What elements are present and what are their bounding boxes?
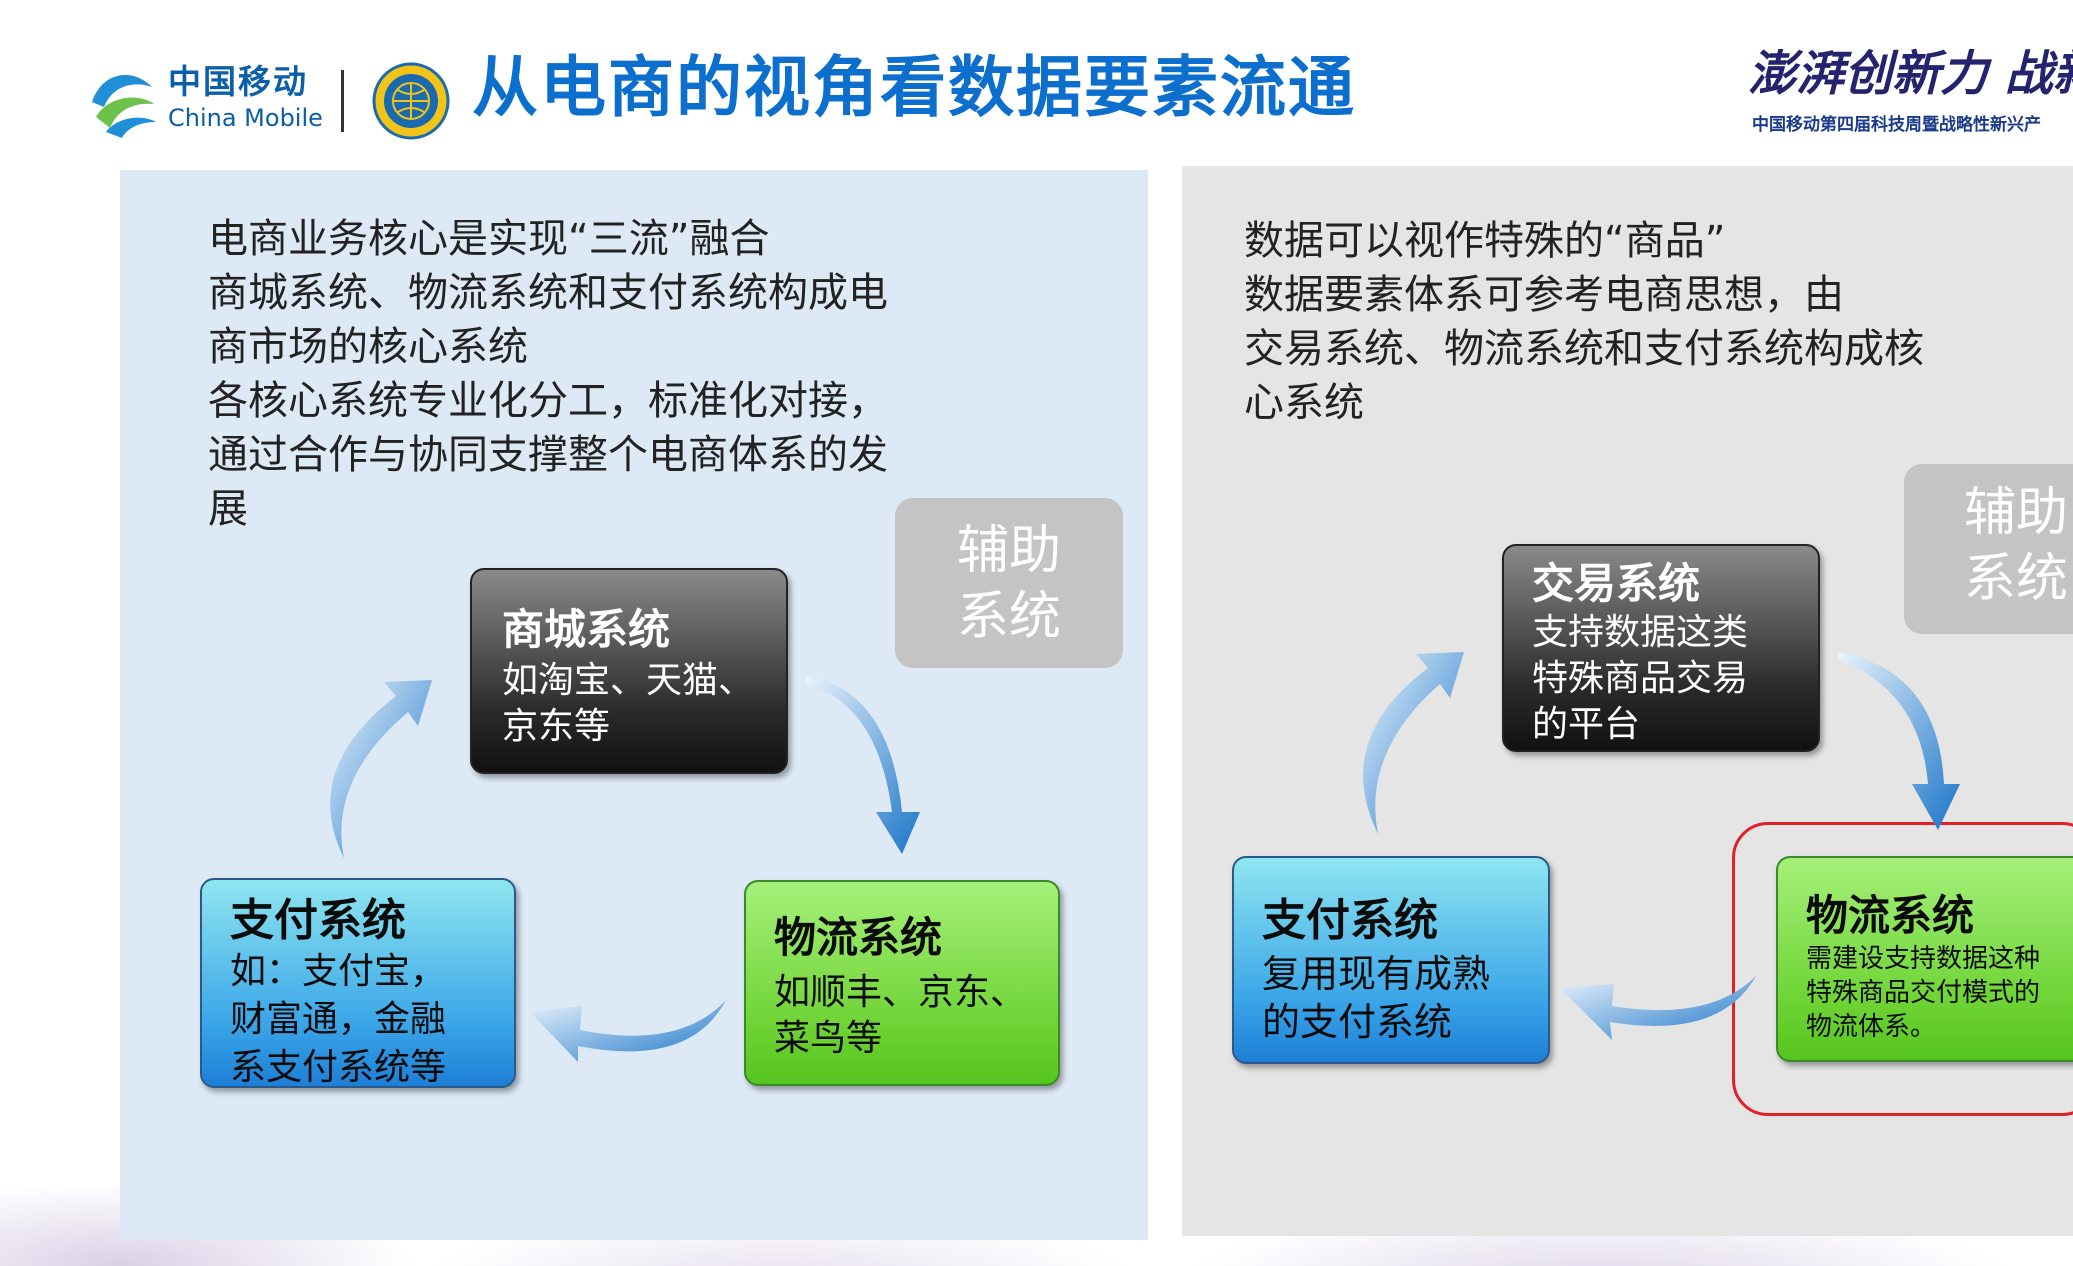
node-desc-line: 如：支付宝， (230, 951, 447, 992)
node-title: 商城系统 (502, 605, 671, 654)
node-desc: 如淘宝、天猫、 京东等 (502, 658, 754, 750)
data-text-line: 心系统 (1244, 380, 1364, 426)
aux-label-line: 系统 (956, 587, 1061, 647)
arrow-mall-to-logistics-icon (806, 676, 920, 854)
node-desc-line: 的支付系统 (1262, 1000, 1453, 1044)
node-desc-line: 的平台 (1532, 704, 1641, 745)
ecommerce-text-line: 通过合作与协同支撑整个电商体系的发 (208, 432, 888, 478)
node-desc-line: 如顺丰、京东、 (774, 972, 1027, 1013)
node-desc-line: 财富通，金融 (230, 999, 447, 1040)
logistics-system-node-right: 物流系统 需建设支持数据这种 特殊商品交付模式的 物流体系。 (1776, 856, 2073, 1062)
slogan: 澎湃创新力 战新 (1748, 46, 2073, 102)
node-desc: 如顺丰、京东、 菜鸟等 (774, 970, 1026, 1062)
node-desc: 需建设支持数据这种 特殊商品交付模式的 物流体系。 (1806, 942, 2040, 1044)
node-desc-line: 如淘宝、天猫、 (502, 660, 755, 701)
aux-system-box-left: 辅助 系统 (895, 498, 1123, 668)
logistics-system-node: 物流系统 如顺丰、京东、 菜鸟等 (744, 880, 1060, 1086)
node-desc-line: 特殊商品交易 (1532, 658, 1749, 699)
header-divider (341, 70, 344, 132)
china-mobile-logo-icon (92, 75, 156, 138)
aux-label-line: 系统 (1964, 549, 2069, 609)
arrow-trade-to-logistics-icon (1838, 652, 1960, 830)
page-title: 从电商的视角看数据要素流通 (472, 49, 1356, 126)
ecommerce-text-line: 电商业务核心是实现“三流”融合 (208, 216, 770, 262)
slogan-subtitle: 中国移动第四届科技周暨战略性新兴产 (1752, 115, 2041, 135)
data-market-description: 数据可以视作特殊的“商品” 数据要素体系可参考电商思想，由 交易系统、物流系统和… (1244, 214, 1924, 430)
mall-system-node: 商城系统 如淘宝、天猫、 京东等 (470, 568, 788, 774)
payment-system-node: 支付系统 如：支付宝， 财富通，金融 系支付系统等 (200, 878, 516, 1088)
data-text-line: 交易系统、物流系统和支付系统构成核 (1244, 326, 1924, 372)
data-text-line: 数据要素体系可参考电商思想，由 (1244, 272, 1844, 318)
arrow-payment-to-mall-icon (330, 680, 432, 858)
node-title: 物流系统 (774, 913, 943, 962)
arrow-payment-to-trade-icon (1363, 652, 1464, 834)
node-desc: 如：支付宝， 财富通，金融 系支付系统等 (230, 948, 446, 1092)
emblem-seal-icon (372, 62, 450, 140)
ecommerce-text-line: 展 (208, 486, 248, 532)
ecommerce-text-line: 商城系统、物流系统和支付系统构成电 (208, 270, 888, 316)
node-desc-line: 需建设支持数据这种 (1806, 944, 2041, 974)
node-title: 支付系统 (1262, 895, 1438, 946)
node-desc-line: 菜鸟等 (774, 1018, 883, 1059)
node-desc: 支持数据这类 特殊商品交易 的平台 (1532, 610, 1748, 748)
aux-system-box-right: 辅助 系统 (1904, 464, 2073, 634)
aux-label-line: 辅助 (956, 521, 1061, 581)
node-desc: 复用现有成熟 的支付系统 (1262, 950, 1490, 1046)
aux-label-line: 辅助 (1964, 483, 2069, 543)
node-desc-line: 特殊商品交付模式的 (1806, 978, 2041, 1008)
arrow-logistics-to-payment-icon (530, 1000, 726, 1062)
node-title: 物流系统 (1806, 891, 1975, 940)
ecommerce-text-line: 商市场的核心系统 (208, 324, 528, 370)
node-desc-line: 京东等 (502, 706, 611, 747)
node-desc-line: 支持数据这类 (1532, 612, 1749, 653)
data-text-line: 数据可以视作特殊的“商品” (1244, 218, 1726, 264)
node-title: 交易系统 (1532, 559, 1701, 608)
header: 中国移动 China Mobile 从电商的视角看数据要素流通 澎湃创新力 战新… (0, 0, 2073, 160)
brand-name-en: China Mobile (168, 104, 323, 132)
ecommerce-text-line: 各核心系统专业化分工，标准化对接， (208, 378, 888, 424)
node-desc-line: 系支付系统等 (230, 1047, 447, 1088)
node-desc-line: 复用现有成熟 (1262, 952, 1491, 996)
payment-system-node-right: 支付系统 复用现有成熟 的支付系统 (1232, 856, 1550, 1064)
trade-system-node: 交易系统 支持数据这类 特殊商品交易 的平台 (1502, 544, 1820, 752)
node-title: 支付系统 (230, 895, 406, 946)
arrow-logistics-to-payment-right-icon (1560, 976, 1756, 1040)
logistics-highlight-outline (1732, 822, 2073, 1116)
brand-name-cn: 中国移动 (168, 62, 308, 101)
ecommerce-description: 电商业务核心是实现“三流”融合 商城系统、物流系统和支付系统构成电 商市场的核心… (208, 212, 888, 536)
node-desc-line: 物流体系。 (1806, 1012, 1937, 1042)
